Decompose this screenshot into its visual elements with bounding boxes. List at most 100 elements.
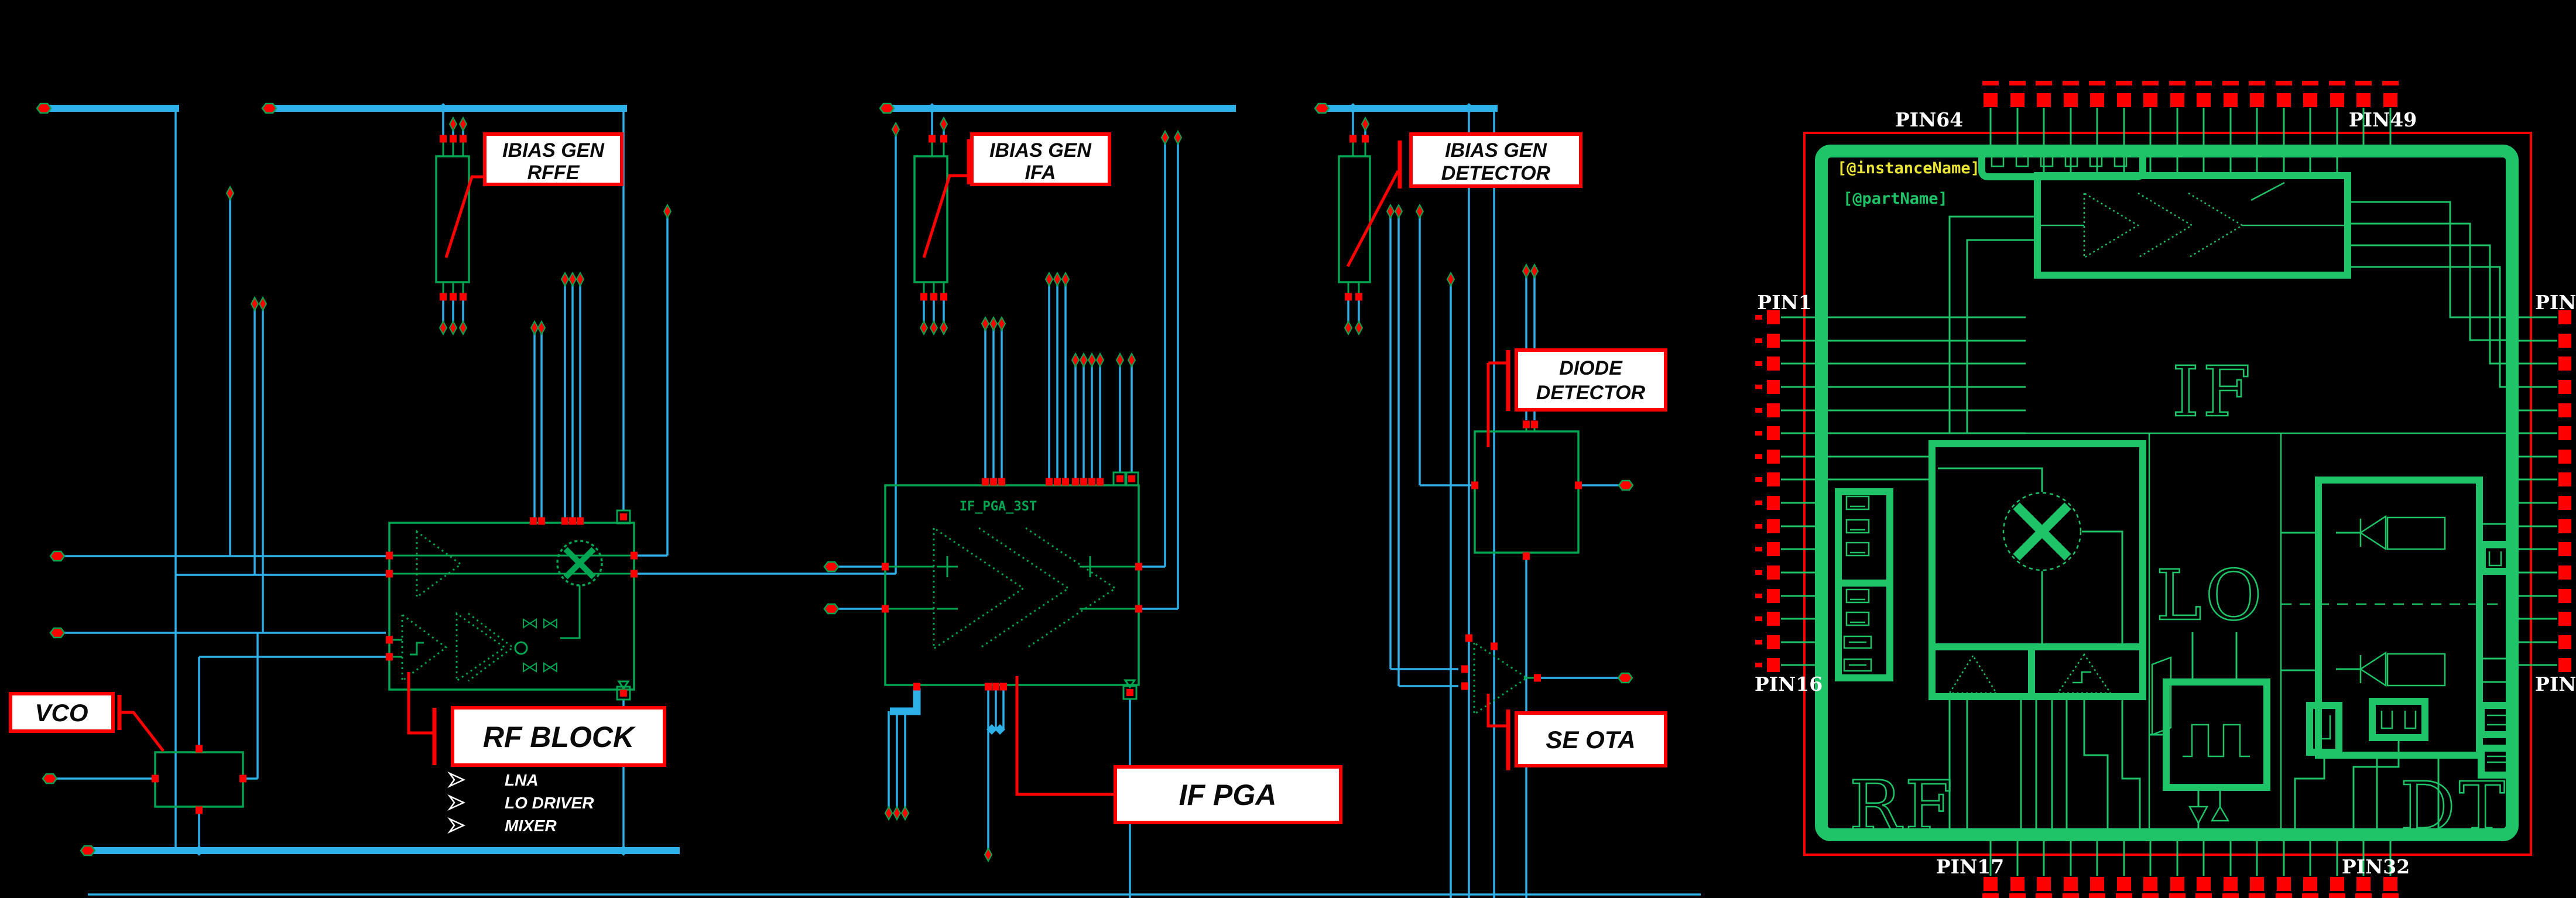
- dt-small-cells[interactable]: [2306, 541, 2517, 779]
- bullet-item: MIXER: [505, 817, 557, 835]
- ibias-gen-detector-component[interactable]: [1338, 117, 1371, 335]
- port[interactable]: [49, 550, 66, 562]
- port[interactable]: [439, 321, 447, 335]
- port[interactable]: [981, 317, 989, 331]
- port[interactable]: [42, 773, 58, 784]
- section-detector: IBIAS GEN DETECTOR DIODE DETECTOR: [1314, 102, 1667, 898]
- se-ota-component[interactable]: [1461, 634, 1541, 716]
- label-vco[interactable]: VCO: [9, 692, 115, 733]
- ibias-gen-ifa-component[interactable]: [913, 117, 948, 335]
- port[interactable]: [998, 317, 1006, 331]
- port[interactable]: [530, 321, 539, 335]
- port[interactable]: [49, 627, 66, 639]
- if-amp-block[interactable]: [2034, 172, 2351, 279]
- port[interactable]: [261, 102, 278, 114]
- port[interactable]: [1395, 204, 1403, 218]
- diode-detector-component[interactable]: [1471, 420, 1582, 560]
- pin-label-right-top: PIN48: [2535, 291, 2576, 314]
- vco-component[interactable]: [152, 745, 246, 814]
- port[interactable]: [561, 272, 569, 286]
- chip-pins-bottom[interactable]: [1982, 838, 2399, 898]
- port[interactable]: [259, 297, 267, 311]
- chip-pins-left[interactable]: [1755, 310, 1828, 672]
- port[interactable]: [1174, 131, 1182, 145]
- port[interactable]: [1530, 264, 1539, 278]
- port[interactable]: [1088, 353, 1096, 367]
- port[interactable]: [80, 845, 96, 856]
- port[interactable]: [1161, 131, 1169, 145]
- left-io-cell-bank[interactable]: [1835, 488, 1893, 681]
- green-box-pin[interactable]: [616, 509, 631, 525]
- port[interactable]: [36, 102, 52, 114]
- pin-squares: [440, 135, 467, 301]
- label-se-ota[interactable]: SE OTA: [1515, 711, 1667, 767]
- port[interactable]: [226, 186, 234, 200]
- port[interactable]: [930, 321, 938, 335]
- port[interactable]: [989, 317, 998, 331]
- port[interactable]: [1080, 353, 1088, 367]
- instance-name-text: [@instanceName]: [1837, 159, 1980, 177]
- port[interactable]: [449, 117, 457, 131]
- wires-rffe-vertical: [174, 108, 264, 851]
- port[interactable]: [1045, 272, 1053, 286]
- callout-line-rf-block: [407, 672, 434, 735]
- port[interactable]: [1071, 353, 1080, 367]
- if-io-cell-row[interactable]: [1978, 146, 2146, 180]
- rf-sub-block[interactable]: [1928, 440, 2146, 700]
- port[interactable]: [1053, 272, 1061, 286]
- port[interactable]: [663, 204, 672, 218]
- port[interactable]: [1344, 321, 1352, 335]
- port[interactable]: [893, 806, 901, 820]
- port[interactable]: [459, 117, 467, 131]
- port[interactable]: [879, 102, 895, 114]
- port[interactable]: [901, 806, 909, 820]
- label-text: SE OTA: [1546, 726, 1635, 753]
- port[interactable]: [940, 117, 948, 131]
- label-if-pga[interactable]: IF PGA: [1114, 765, 1342, 824]
- if-pga-component[interactable]: IF_PGA_3ST: [882, 471, 1142, 700]
- port[interactable]: [1617, 672, 1633, 684]
- port[interactable]: [984, 848, 992, 862]
- port[interactable]: [576, 272, 584, 286]
- region-label-rf: RF: [1849, 766, 1957, 846]
- port[interactable]: [1386, 204, 1395, 218]
- port[interactable]: [940, 321, 948, 335]
- port[interactable]: [1314, 102, 1330, 114]
- label-text: IBIAS GEN: [1445, 139, 1547, 162]
- port[interactable]: [1522, 264, 1530, 278]
- instance-label: IF_PGA_3ST: [960, 499, 1037, 514]
- port[interactable]: [1447, 272, 1455, 286]
- port[interactable]: [1355, 321, 1363, 335]
- port[interactable]: [1618, 479, 1634, 491]
- rf-block-component[interactable]: [386, 509, 638, 701]
- port[interactable]: [1128, 353, 1136, 367]
- port[interactable]: [449, 321, 457, 335]
- label-rf-block[interactable]: RF BLOCK: [451, 706, 666, 767]
- port[interactable]: [568, 272, 577, 286]
- port[interactable]: [537, 321, 546, 335]
- chip-pins-right[interactable]: [2512, 310, 2571, 672]
- pga-triangle-1: [933, 526, 1025, 650]
- arrow-bullet-icon: [448, 772, 465, 787]
- port[interactable]: [885, 806, 893, 820]
- label-ibias-gen-ifa[interactable]: IBIAS GEN IFA: [970, 132, 1111, 186]
- port[interactable]: [920, 321, 928, 335]
- port[interactable]: [1416, 204, 1424, 218]
- port[interactable]: [823, 603, 840, 615]
- port[interactable]: [1361, 117, 1369, 131]
- clock-generator-box[interactable]: [2163, 678, 2270, 825]
- port[interactable]: [1096, 353, 1104, 367]
- dt-diode-block[interactable]: [2315, 477, 2483, 759]
- chip-floorplan[interactable]: PIN64 PIN49 PIN1 PIN16 PIN48 PIN33 PIN17…: [1755, 81, 2576, 898]
- chip-pins-top[interactable]: [1982, 81, 2399, 155]
- label-ibias-gen-detector[interactable]: IBIAS GEN DETECTOR: [1409, 132, 1582, 188]
- port[interactable]: [1061, 272, 1070, 286]
- port[interactable]: [823, 561, 840, 573]
- port[interactable]: [892, 122, 900, 136]
- port[interactable]: [459, 321, 467, 335]
- label-ibias-gen-rffe[interactable]: IBIAS GEN RFFE: [483, 132, 624, 186]
- ibias-gen-rffe-component[interactable]: [435, 117, 470, 335]
- label-diode-detector[interactable]: DIODE DETECTOR: [1515, 348, 1667, 412]
- port[interactable]: [251, 297, 259, 311]
- port[interactable]: [1116, 353, 1124, 367]
